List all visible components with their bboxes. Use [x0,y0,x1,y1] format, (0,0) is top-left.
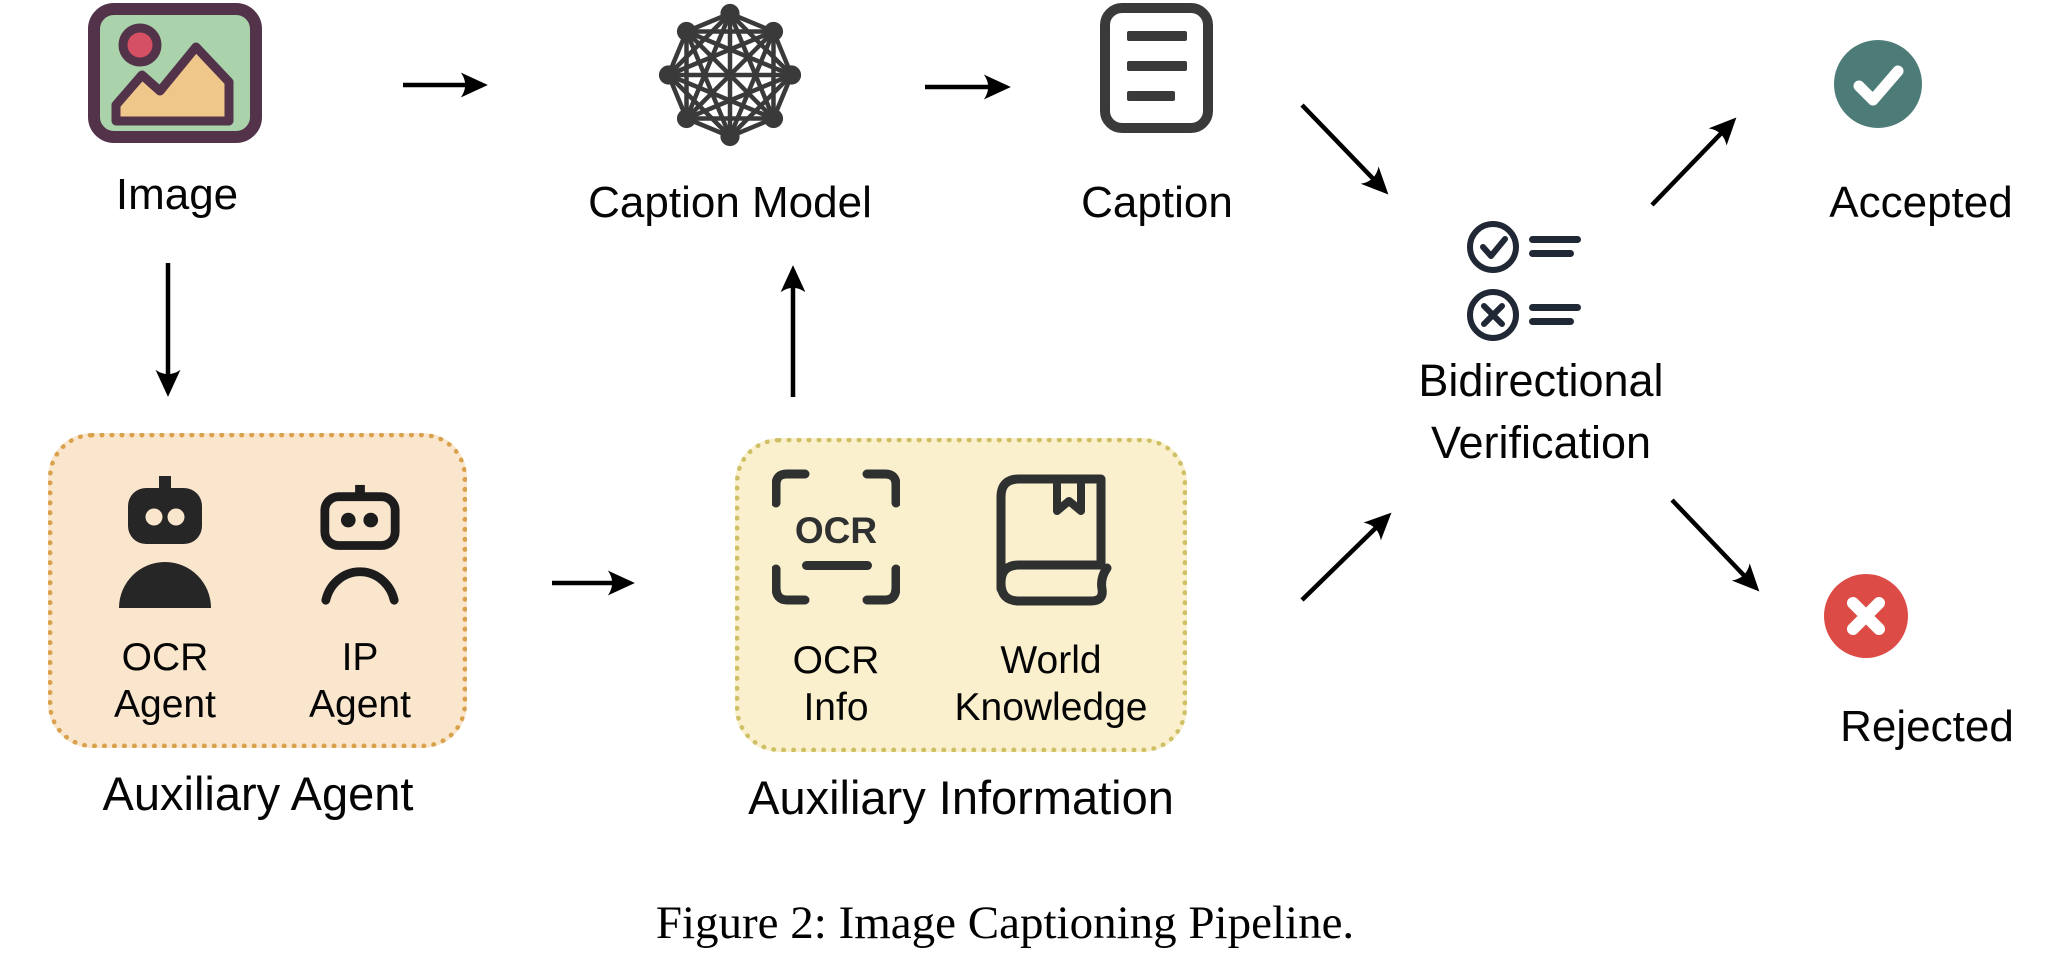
book-icon [985,467,1117,610]
ip-agent-label: IP Agent [309,636,411,726]
auxiliary-information-box-label: Auxiliary Information [748,771,1174,824]
figure-caption: Figure 2: Image Captioning Pipeline. [655,897,1355,949]
arrow-verification-to-rejected [1670,498,1760,592]
accepted-node-label: Accepted [1829,178,2013,227]
ocr-info-label: OCR Info [792,639,880,729]
robot-filled-icon [115,476,215,608]
check-and-cross-compare-icon [1467,220,1587,344]
auxiliary-agent-box: OCR Agent IP Agent [48,433,467,748]
arrow-info-to-verification [1300,512,1392,602]
auxiliary-agent-box-label: Auxiliary Agent [102,767,414,820]
ocr-agent-label: OCR Agent [114,636,216,726]
caption-model-node-label: Caption Model [588,178,872,227]
check-circle-icon [1834,40,1922,128]
rejected-node-label: Rejected [1840,702,2014,751]
cross-circle-icon [1824,574,1908,658]
check-glyph [1480,236,1508,259]
document-lines-icon [1100,3,1213,133]
ocr-badge-text: OCR [795,510,877,551]
network-graph-icon [655,0,805,150]
auxiliary-information-box: OCR OCR Info World Knowledge [735,438,1187,752]
robot-outline-icon [311,483,409,608]
picture-icon [88,3,262,143]
cross-glyph [1481,303,1505,327]
verification-node-label: Bidirectional Verification [1341,350,1741,474]
arrow-caption-to-verification [1300,103,1389,195]
world-knowledge-label: World Knowledge [954,639,1148,729]
arrow-verification-to-accepted [1650,117,1737,207]
verification-label-line2: Verification [1430,417,1652,468]
verification-label-line1: Bidirectional [1418,355,1664,406]
image-node-label: Image [115,170,239,219]
ocr-scan-icon: OCR [772,469,900,606]
caption-node-label: Caption [1081,178,1233,227]
